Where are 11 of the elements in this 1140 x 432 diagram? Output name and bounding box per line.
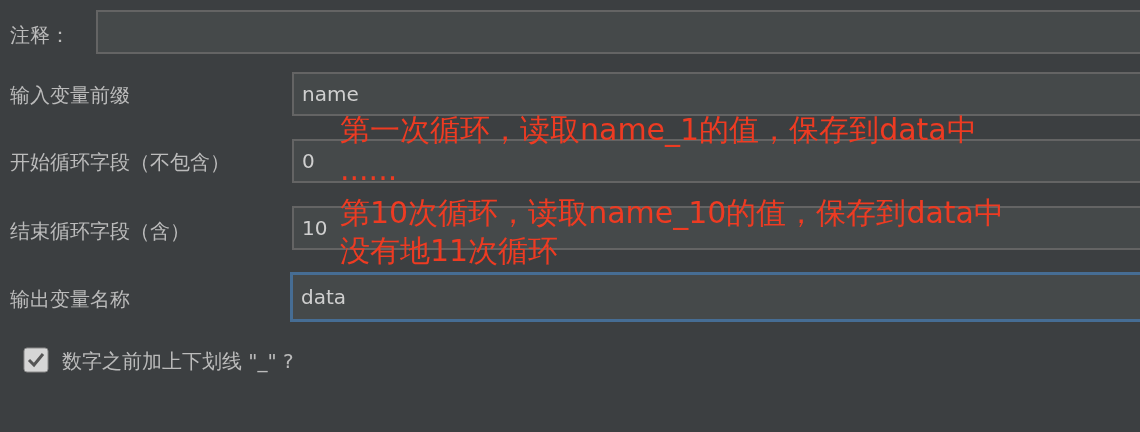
field-label: 开始循环字段（不包含） [10,149,230,176]
annotation-text: ...... [340,152,398,188]
field-label: 输出变量名称 [10,286,130,313]
input-field: name [292,72,1140,116]
field-label: 注释： [10,22,70,49]
field-label: 输入变量前缀 [10,82,130,109]
checkbox-label: 数字之前加上下划线 "_" ? [62,348,294,375]
input-field: data [290,272,1140,322]
field-label: 结束循环字段（含） [10,218,190,245]
annotation-text: 没有地11次循环 [340,233,559,269]
annotation-text: 第10次循环，读取name_10的值，保存到data中 [340,195,1004,231]
